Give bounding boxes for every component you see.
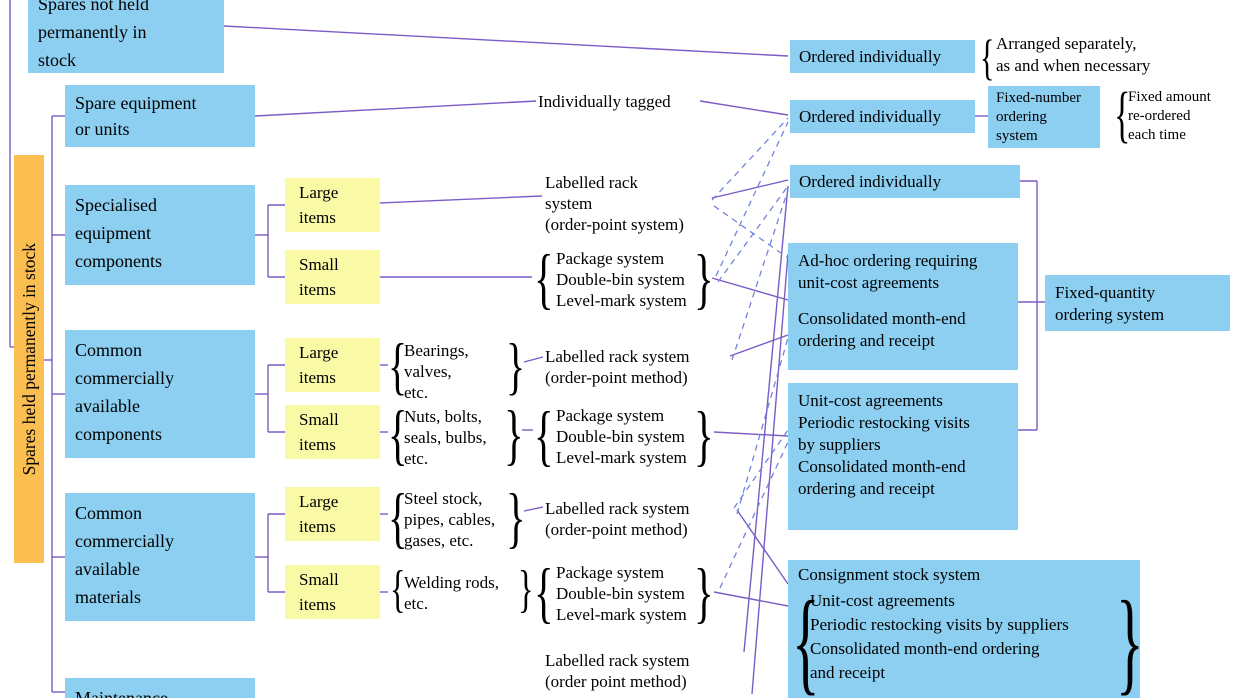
left-brace: { <box>534 240 554 316</box>
right-brace: } <box>1116 578 1144 698</box>
note-arranged-separately: Arranged separately, as and when necessa… <box>996 34 1151 75</box>
left-brace: { <box>388 330 408 401</box>
box-fixed-number-ordering: Fixed-number ordering system <box>988 86 1100 148</box>
left-brace: { <box>388 396 408 472</box>
right-brace: } <box>506 330 526 401</box>
right-brace: } <box>694 397 714 473</box>
left-brace: { <box>388 479 408 555</box>
box-large-items-2: Large items <box>285 338 380 392</box>
label-package-system-2: Package system Double-bin system Level-m… <box>556 406 687 467</box>
left-brace: { <box>980 29 995 85</box>
right-brace: } <box>506 479 526 555</box>
box-ordered-individually-2: Ordered individually <box>790 100 975 133</box>
label-rack-order-point-method-bottom: Labelled rack system (order point method… <box>545 651 690 691</box>
label-rack-order-point-system: Labelled rack system (order-point system… <box>545 173 684 234</box>
box-spares-held: Spares held permanently in stock <box>14 155 44 563</box>
right-brace: } <box>504 396 524 472</box>
label-package-system-3: Package system Double-bin system Level-m… <box>556 563 687 624</box>
box-spares-not-held: Spares not held permanently in stock <box>28 0 224 73</box>
box-common-materials: Common commercially available materials <box>65 493 255 621</box>
left-brace: { <box>792 578 820 698</box>
box-spare-equipment-or-units: Spare equipment or units <box>65 85 255 147</box>
examples-nuts-bolts: Nuts, bolts, seals, bulbs, etc. <box>404 407 487 468</box>
box-consignment-stock: Consignment stock system Unit-cost agree… <box>788 560 1140 698</box>
label-package-system-1: Package system Double-bin system Level-m… <box>556 249 687 310</box>
right-brace: } <box>694 240 714 316</box>
box-small-items-1: Small items <box>285 250 380 304</box>
examples-welding-rods: Welding rods, etc. <box>404 573 499 613</box>
box-large-items-1: Large items <box>285 178 380 232</box>
box-common-components: Common commercially available components <box>65 330 255 458</box>
box-unit-cost-agreements: Unit-cost agreements Periodic restocking… <box>788 383 1018 530</box>
box-adhoc-ordering: Ad-hoc ordering requiring unit-cost agre… <box>788 243 1018 370</box>
right-brace: } <box>518 561 534 618</box>
box-ordered-individually-1: Ordered individually <box>790 40 975 73</box>
note-fixed-amount: Fixed amount re-ordered each time <box>1128 89 1211 143</box>
label-rack-order-point-method-1: Labelled rack system (order-point method… <box>545 347 690 387</box>
examples-steel-stock: Steel stock, pipes, cables, gases, etc. <box>404 489 496 550</box>
box-small-items-3: Small items <box>285 565 380 619</box>
left-brace: { <box>390 561 406 618</box>
label-rack-order-point-method-2: Labelled rack system (order-point method… <box>545 499 690 539</box>
box-large-items-3: Large items <box>285 487 380 541</box>
examples-bearings: Bearings, valves, etc. <box>404 341 469 402</box>
box-fixed-quantity-ordering: Fixed-quantity ordering system <box>1045 275 1230 331</box>
box-small-items-2: Small items <box>285 405 380 459</box>
box-ordered-individually-3: Ordered individually <box>790 165 1020 198</box>
box-specialised-equipment-components: Specialised equipment components <box>65 185 255 285</box>
left-brace: { <box>1114 81 1131 149</box>
right-brace: } <box>694 554 714 630</box>
left-brace: { <box>534 554 554 630</box>
left-brace: { <box>534 397 554 473</box>
consignment-items: Unit-cost agreements Periodic restocking… <box>810 591 1069 682</box>
label-individually-tagged: Individually tagged <box>538 92 671 111</box>
box-maintenance-materials: Maintenance materials <box>65 678 255 698</box>
